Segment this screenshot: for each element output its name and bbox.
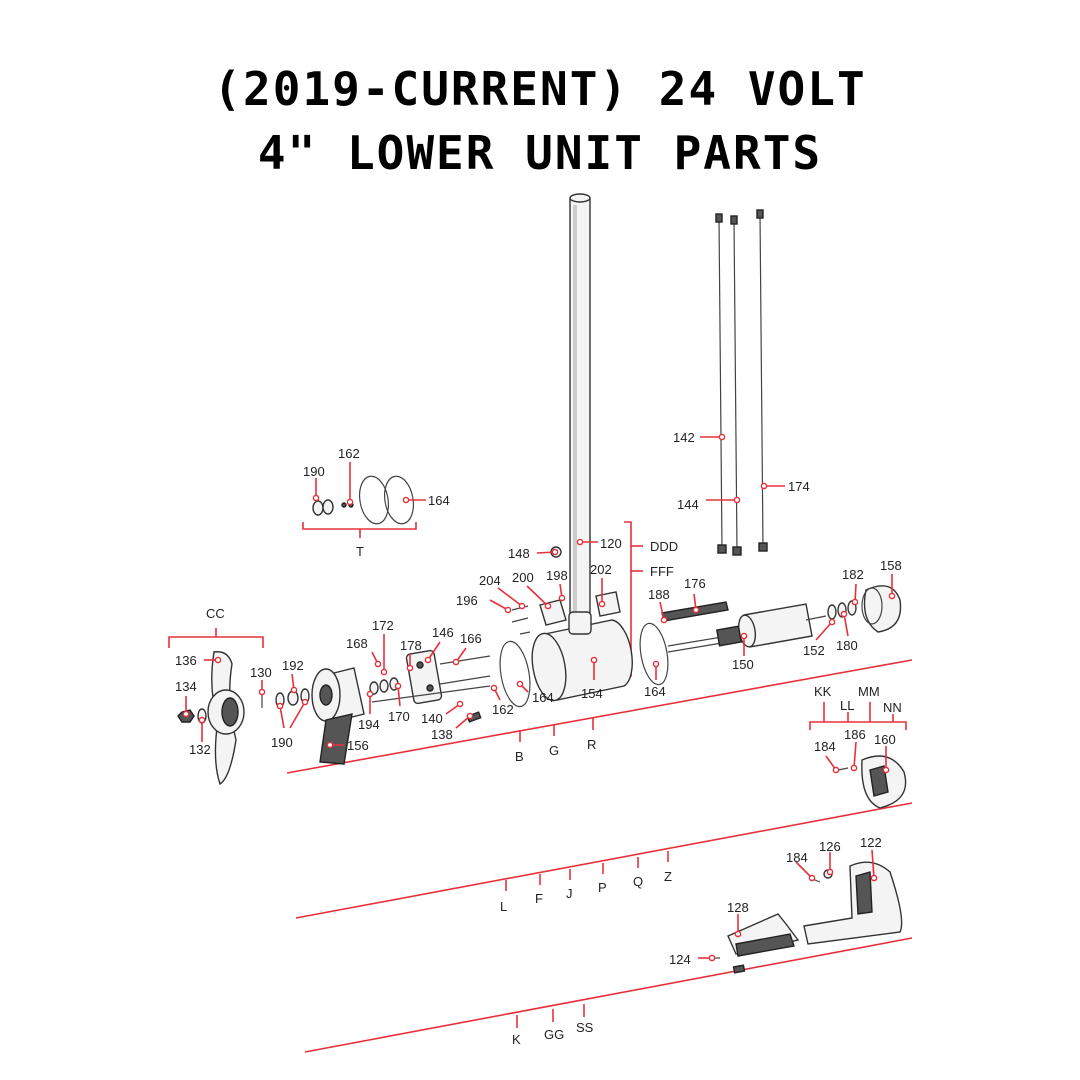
screws-196 [511, 605, 531, 635]
group-ss: SS [576, 1020, 594, 1035]
callout-196: 196 [456, 593, 478, 608]
callout-140: 140 [421, 711, 443, 726]
group-b: B [515, 749, 524, 764]
callout-132: 132 [189, 742, 211, 757]
group-z: Z [664, 869, 672, 884]
group-bracket-kk [809, 721, 907, 730]
callout-168: 168 [346, 636, 368, 651]
callout-144: 144 [677, 497, 699, 512]
callout-124: 124 [669, 952, 691, 967]
callout-142: 142 [673, 430, 695, 445]
callout-122: 122 [860, 835, 882, 850]
propeller-136 [207, 651, 245, 786]
callout-164-front: 164 [532, 690, 554, 705]
callout-190-top: 190 [303, 464, 325, 479]
callout-162: 162 [492, 702, 514, 717]
o-ring-164 [499, 640, 531, 708]
callout-176: 176 [684, 576, 706, 591]
callout-156: 156 [347, 738, 369, 753]
nose-cone-160 [861, 755, 907, 809]
callout-162-top: 162 [338, 446, 360, 461]
callout-184-lower: 184 [786, 850, 808, 865]
callout-128: 128 [727, 900, 749, 915]
group-g: G [549, 743, 559, 758]
group-k: K [512, 1032, 521, 1047]
group-mm: MM [858, 684, 880, 699]
group-ddd: DDD [650, 539, 678, 554]
group-nn: NN [883, 700, 902, 715]
callout-198: 198 [546, 568, 568, 583]
end-cap-158 [861, 585, 902, 633]
callout-182: 182 [842, 567, 864, 582]
callout-174: 174 [788, 479, 810, 494]
group-r: R [587, 737, 596, 752]
callout-134: 134 [175, 679, 197, 694]
callout-150: 150 [732, 657, 754, 672]
group-line-1 [286, 659, 913, 774]
callout-188: 188 [648, 587, 670, 602]
callout-180: 180 [836, 638, 858, 653]
callout-160: 160 [874, 732, 896, 747]
callout-138: 138 [431, 727, 453, 742]
group-l: L [500, 899, 507, 914]
brush-plate-146 [371, 649, 491, 705]
diagram-title-line2: 4" LOWER UNIT PARTS [257, 126, 823, 180]
callout-202: 202 [590, 562, 612, 577]
motor-tube-154 [531, 611, 633, 702]
callout-154: 154 [581, 686, 603, 701]
callout-186: 186 [844, 727, 866, 742]
callout-204: 204 [479, 573, 501, 588]
callout-152: 152 [803, 643, 825, 658]
group-f: F [535, 891, 543, 906]
callout-labels: 142 144 174 190 162 164 120 148 196 204 … [175, 430, 902, 967]
group-j: J [566, 886, 573, 901]
callout-148: 148 [508, 546, 530, 561]
group-gg: GG [544, 1027, 564, 1042]
callout-130: 130 [250, 665, 272, 680]
group-p: P [598, 880, 607, 895]
o-ring-164-spare-b [383, 475, 415, 525]
callout-164-top: 164 [428, 493, 450, 508]
callout-192: 192 [282, 658, 304, 673]
callout-158: 158 [880, 558, 902, 573]
skeg-128 [727, 913, 800, 957]
diagram-title-line1: (2019-CURRENT) 24 VOLT [213, 62, 867, 116]
group-fff: FFF [650, 564, 674, 579]
front-housing-156 [311, 667, 365, 765]
group-kk: KK [814, 684, 832, 699]
callout-194: 194 [358, 717, 380, 732]
callout-146: 146 [432, 625, 454, 640]
callout-120: 120 [600, 536, 622, 551]
shaft-120 [569, 193, 591, 627]
callout-178: 178 [400, 638, 422, 653]
callout-172: 172 [372, 618, 394, 633]
cables [715, 209, 768, 556]
group-ll: LL [840, 698, 854, 713]
group-q: Q [633, 874, 643, 889]
callout-166: 166 [460, 631, 482, 646]
o-ring-164-spare-a [358, 475, 390, 525]
group-line-3 [304, 937, 913, 1053]
callout-200: 200 [512, 570, 534, 585]
group-labels: T CC DDD FFF B G R KK LL MM NN L F J P Q… [206, 539, 902, 1047]
group-t: T [356, 544, 364, 559]
callout-126: 126 [819, 839, 841, 854]
group-line-2 [295, 802, 913, 919]
group-cc: CC [206, 606, 225, 621]
callout-leaders [182, 433, 896, 962]
group-bracket-cc [168, 636, 264, 648]
callout-170: 170 [388, 709, 410, 724]
callout-136: 136 [175, 653, 197, 668]
nose-cone-122 [803, 861, 903, 945]
o-ring-164-rear [639, 622, 669, 686]
callout-164-rear: 164 [644, 684, 666, 699]
callout-190: 190 [271, 735, 293, 750]
callout-184-upper: 184 [814, 739, 836, 754]
